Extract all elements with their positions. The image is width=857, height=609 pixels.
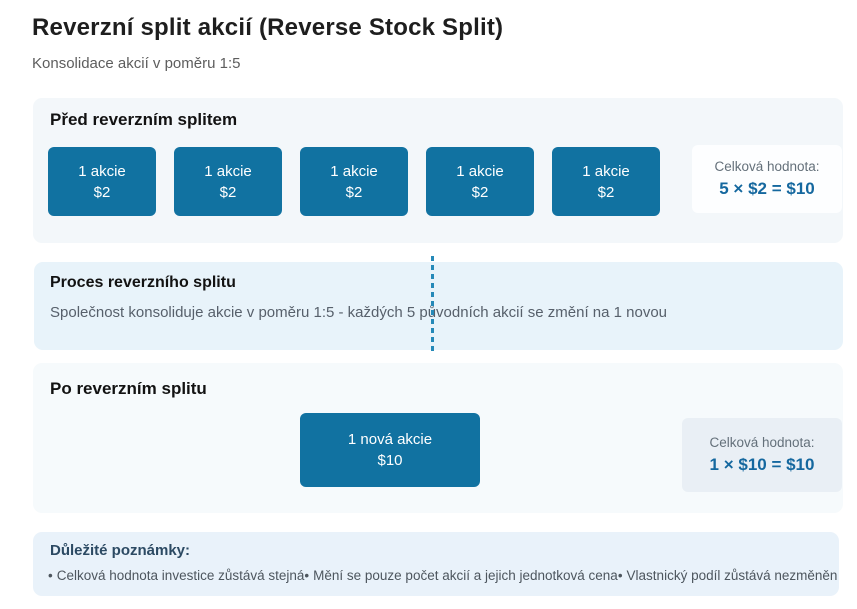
bullet-icon: •	[617, 568, 623, 583]
page-title: Reverzní split akcií (Reverse Stock Spli…	[32, 14, 504, 41]
after-split-heading: Po reverzním splitu	[50, 379, 207, 398]
share-label: 1 akcie	[78, 162, 126, 180]
before-shares-row: 1 akcie $2 1 akcie $2 1 akcie $2 1 akcie…	[48, 147, 660, 216]
note-text: Mění se pouze počet akcií a jejich jedno…	[313, 568, 618, 583]
new-share-box: 1 nová akcie $10	[300, 413, 480, 487]
after-total-card: Celková hodnota: 1 × $10 = $10	[682, 418, 842, 492]
share-value: $2	[471, 183, 489, 201]
bullet-icon: •	[48, 568, 53, 583]
note-item-1: •Celková hodnota investice zůstává stejn…	[48, 568, 304, 583]
page-subtitle: Konsolidace akcií v poměru 1:5	[32, 55, 241, 72]
before-split-section: Před reverzním splitem 1 akcie $2 1 akci…	[33, 98, 843, 243]
after-total-label: Celková hodnota:	[709, 435, 815, 450]
share-box-4: 1 akcie $2	[426, 147, 534, 216]
share-value: $2	[345, 183, 363, 201]
share-value: $2	[597, 183, 615, 201]
share-value: $2	[93, 183, 111, 201]
notes-section: Důležité poznámky: •Celková hodnota inve…	[33, 532, 839, 596]
share-box-1: 1 akcie $2	[48, 147, 156, 216]
share-box-5: 1 akcie $2	[552, 147, 660, 216]
share-label: 1 akcie	[456, 162, 504, 180]
note-item-3: •Vlastnický podíl zůstává nezměněn	[618, 568, 838, 583]
before-total-label: Celková hodnota:	[714, 159, 820, 174]
process-description: Společnost konsoliduje akcie v poměru 1:…	[50, 304, 668, 321]
note-text: Vlastnický podíl zůstává nezměněn	[626, 568, 838, 583]
share-value: $2	[219, 183, 237, 201]
bullet-icon: •	[304, 568, 310, 583]
share-label: 1 akcie	[204, 162, 252, 180]
before-total-card: Celková hodnota: 5 × $2 = $10	[692, 145, 842, 213]
share-value: $10	[377, 452, 403, 469]
share-label: 1 akcie	[330, 162, 378, 180]
notes-list: •Celková hodnota investice zůstává stejn…	[48, 568, 837, 583]
note-item-2: •Mění se pouze počet akcií a jejich jedn…	[304, 568, 617, 583]
before-split-heading: Před reverzním splitem	[50, 110, 238, 129]
share-box-3: 1 akcie $2	[300, 147, 408, 216]
after-total-value: 1 × $10 = $10	[709, 455, 815, 474]
process-connector-dashed-line	[431, 256, 434, 352]
notes-heading: Důležité poznámky:	[50, 542, 191, 559]
share-box-2: 1 akcie $2	[174, 147, 282, 216]
before-total-value: 5 × $2 = $10	[719, 179, 815, 198]
note-text: Celková hodnota investice zůstává stejná	[56, 568, 305, 583]
share-label: 1 nová akcie	[347, 431, 433, 448]
process-heading: Proces reverzního splitu	[50, 274, 236, 291]
process-section: Proces reverzního splitu Společnost kons…	[34, 262, 843, 350]
share-label: 1 akcie	[582, 162, 630, 180]
after-split-section: Po reverzním splitu 1 nová akcie $10 Cel…	[33, 363, 843, 513]
